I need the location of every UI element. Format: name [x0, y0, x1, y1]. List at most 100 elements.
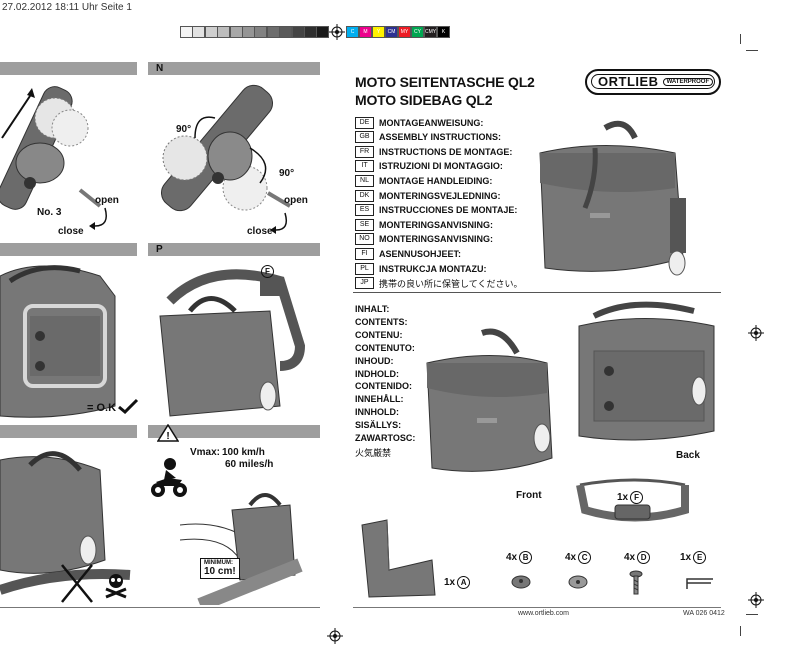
strap-item-illustration — [576, 478, 689, 522]
ortlieb-logo: ORTLIEB WATERPROOF — [585, 69, 721, 95]
language-code: SE — [355, 218, 374, 231]
minimum-value: 10 cm! — [204, 566, 236, 577]
instruction-text: MONTAGE HANDLEIDING: — [379, 175, 493, 186]
instruction-row: FR INSTRUCTIONS DE MONTAGE: — [355, 145, 512, 158]
back-plate-item-illustration — [361, 519, 436, 598]
color-swatch: CY — [411, 26, 424, 38]
crop-mark — [740, 34, 741, 44]
vmax-mph: 60 miles/h — [225, 459, 274, 470]
label-deg-1: 90° — [176, 124, 192, 135]
contents-label: ZAWARTOSC: — [355, 433, 416, 443]
minimum-label: MINIMUM: — [204, 560, 233, 566]
contents-label: CONTENUTO: — [355, 342, 415, 353]
skull-crossbones-icon — [105, 574, 127, 599]
contents-label: INNHOLD: — [355, 407, 399, 418]
instruction-row: PL INSTRUKCJA MONTAZU: — [355, 262, 487, 275]
footer-rule — [353, 607, 721, 608]
language-code: NL — [355, 174, 374, 187]
color-swatch: CMY — [424, 26, 437, 38]
step-bar-warning — [148, 425, 320, 438]
step-bar — [0, 425, 137, 438]
warning-triangle-icon: ! — [157, 424, 179, 442]
color-swatch: Y — [372, 26, 385, 38]
step-bar — [0, 243, 137, 256]
section-divider — [353, 292, 721, 293]
svg-text:!: ! — [166, 431, 169, 442]
step-o-bag-illustration — [0, 265, 116, 418]
step-bar-n — [148, 62, 320, 75]
gray-swatch — [266, 26, 280, 38]
vmax-kmh: 100 km/h — [222, 447, 265, 458]
registration-mark-icon — [748, 592, 764, 608]
contents-label: INHOUD: — [355, 355, 394, 366]
label-close-2: close — [247, 226, 273, 237]
crop-mark — [740, 626, 741, 636]
registration-mark-icon — [329, 24, 345, 40]
instruction-text: MONTERINGSANVISNING: — [379, 219, 494, 230]
step-m-illustration — [0, 86, 107, 230]
gray-swatch — [192, 26, 206, 38]
back-bag-illustration — [578, 301, 715, 441]
step-letter-n: N — [156, 63, 164, 74]
contents-label: SISÄLLYS: — [355, 420, 402, 431]
hero-bag-illustration — [539, 120, 686, 276]
step-p-bag-illustration — [159, 269, 306, 417]
contents-label: CONTENU: — [355, 329, 403, 340]
contents-label: CONTENIDO: — [355, 381, 412, 392]
language-code: DK — [355, 189, 374, 202]
gray-swatch — [242, 26, 255, 38]
rubber-disc-icon — [511, 575, 531, 589]
contents-label: INNEHÅLL: — [355, 394, 404, 405]
language-code: GB — [355, 131, 374, 144]
registration-mark-icon — [748, 325, 764, 341]
color-swatch: K — [437, 26, 450, 38]
back-label: Back — [676, 450, 700, 461]
gray-swatch — [291, 26, 305, 38]
contents-label: CONTENTS: — [355, 316, 408, 327]
step-bar — [0, 62, 137, 75]
instruction-text: INSTRUCTIONS DE MONTAGE: — [379, 146, 513, 157]
print-stamp: 27.02.2012 18:11 Uhr Seite 1 — [2, 2, 132, 13]
screw-icon — [629, 570, 643, 595]
instruction-row: NL MONTAGE HANDLEIDING: — [355, 174, 492, 187]
registration-mark-icon — [327, 628, 343, 644]
color-swatch: CM — [385, 26, 398, 38]
label-open-1: open — [95, 195, 119, 206]
language-code: FR — [355, 145, 374, 158]
washer-icon — [568, 575, 588, 589]
language-code: PL — [355, 262, 374, 275]
gray-swatch — [217, 26, 231, 38]
instruction-text: ASENNUSOHJEET: — [379, 248, 462, 259]
color-swatch: C — [346, 26, 359, 38]
instruction-text: INSTRUCCIONES DE MONTAJE: — [379, 205, 518, 216]
color-swatch: MY — [398, 26, 411, 38]
logo-tag: WATERPROOF — [662, 77, 714, 86]
language-code: FI — [355, 247, 374, 260]
instruction-text: INSTRUKCJA MONTAZU: — [379, 263, 487, 274]
instruction-text: ISTRUZIONI DI MONTAGGIO: — [379, 161, 503, 172]
instruction-text: MONTAGEANWEISUNG: — [379, 117, 484, 128]
gray-swatch — [204, 26, 218, 38]
footer-code: WA 026 0412 — [683, 610, 725, 617]
gray-swatch — [279, 26, 293, 38]
front-bag-illustration — [426, 328, 553, 472]
checkmark-icon — [118, 398, 139, 414]
crop-mark — [746, 50, 758, 51]
color-swatch: M — [359, 26, 372, 38]
hook-icon — [686, 578, 713, 589]
instruction-row: FI ASENNUSOHJEET: — [355, 247, 461, 260]
label-open-2: open — [284, 195, 308, 206]
instruction-text: 携帯の良い所に保管してください。 — [379, 278, 523, 289]
language-code: ES — [355, 204, 374, 217]
